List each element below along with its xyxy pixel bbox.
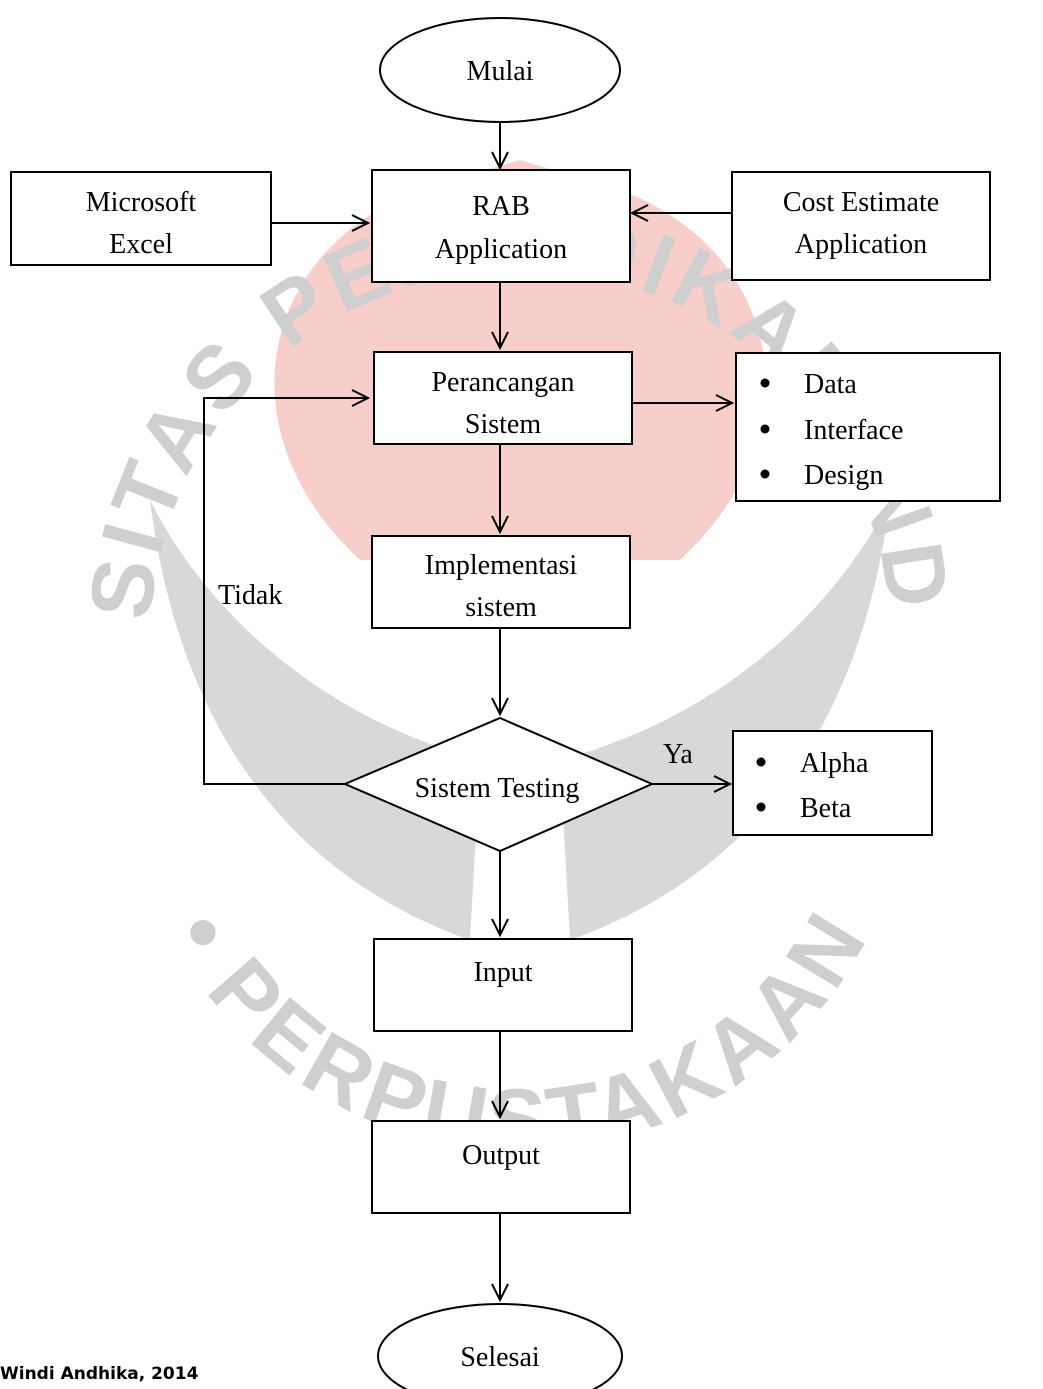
excel-label-line1: Microsoft [86,187,197,218]
perancangan-label-line1: Perancangan [431,367,574,398]
edge-yes-label: Ya [663,739,693,770]
excel-node [10,171,272,266]
testing-decision-node [342,716,655,853]
design-list-node [735,352,1001,502]
rab-label-line2: Application [435,234,567,265]
excel-label-line2: Excel [109,229,173,260]
design-list-item-design: Design [804,460,883,491]
perancangan-node [373,351,633,445]
edge-no-label: Tidak [218,580,282,611]
seal-gray-left-shape [150,500,480,940]
footer-author: Windi Andhika, 2014 [0,1364,199,1384]
end-label: Selesai [460,1342,540,1373]
implementasi-node [371,535,631,629]
output-node [371,1120,631,1214]
testing-label: Sistem Testing [415,773,580,804]
bullet-icon [760,424,770,434]
seal-gray-right-shape [560,500,890,940]
bullet-icon [756,757,766,767]
start-label: Mulai [467,56,534,87]
testing-list-item-beta: Beta [800,793,852,824]
implementasi-label-line1: Implementasi [425,550,578,581]
bullet-icon [756,802,766,812]
design-list-item-data: Data [804,369,857,400]
edge-testing-no-loop [203,398,368,785]
output-label: Output [462,1140,540,1171]
rab-label-line1: RAB [472,191,530,222]
bullet-icon [760,378,770,388]
end-node [377,1303,623,1389]
rab-node [371,169,631,283]
testing-list-node [732,730,933,836]
cost-label-line2: Application [795,229,927,260]
implementasi-label-line2: sistem [465,592,537,623]
perancangan-label-line2: Sistem [465,409,541,440]
input-node [373,938,633,1032]
cost-node [731,171,991,281]
cost-label-line1: Cost Estimate [783,187,939,218]
bullet-icon [760,469,770,479]
start-node [379,17,621,123]
design-list-item-interface: Interface [804,415,903,446]
input-label: Input [473,957,532,988]
testing-list-item-alpha: Alpha [800,748,869,779]
